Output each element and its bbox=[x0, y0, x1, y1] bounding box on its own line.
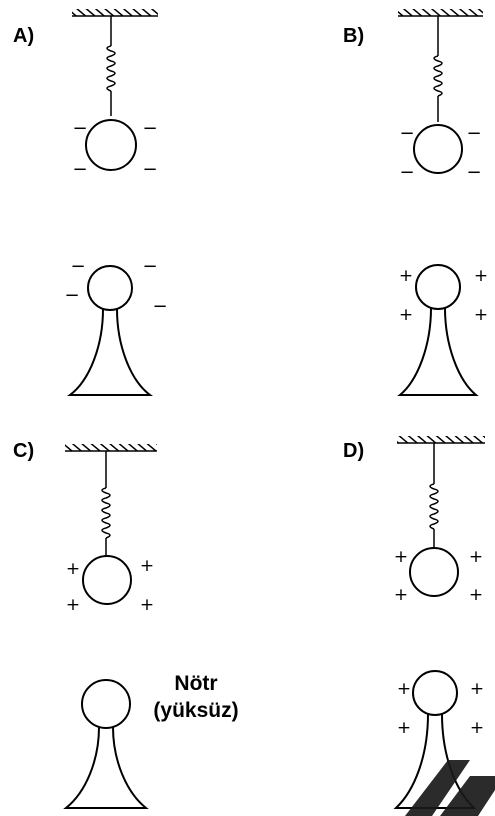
stand-sphere-a bbox=[87, 265, 133, 311]
spring-d bbox=[429, 443, 439, 548]
panel-d-label: D) bbox=[343, 440, 364, 462]
charge-sign: + bbox=[399, 305, 413, 325]
charge-sign: − bbox=[70, 256, 85, 277]
stand-sphere-d bbox=[412, 670, 458, 716]
stand-c bbox=[63, 726, 149, 809]
charge-sign: + bbox=[397, 718, 411, 738]
hanging-sphere-c bbox=[82, 555, 132, 605]
charge-sign: + bbox=[140, 556, 154, 576]
charge-sign: + bbox=[140, 595, 154, 615]
charge-sign: − bbox=[72, 118, 87, 139]
charge-sign: − bbox=[142, 118, 157, 139]
charge-sign: − bbox=[72, 159, 87, 180]
charge-sign: + bbox=[474, 266, 488, 286]
stand-b bbox=[397, 307, 479, 396]
charge-sign: − bbox=[152, 296, 167, 317]
panel-a-label: A) bbox=[13, 25, 34, 47]
charge-sign: − bbox=[466, 162, 481, 183]
charge-sign: + bbox=[469, 547, 483, 567]
charge-sign: − bbox=[466, 123, 481, 144]
hanging-sphere-a bbox=[85, 119, 137, 171]
charge-sign: − bbox=[142, 256, 157, 277]
panel-d: D) + + + + + + + + bbox=[343, 436, 485, 809]
charge-sign: − bbox=[142, 159, 157, 180]
ceiling-c bbox=[65, 444, 157, 452]
charge-sign: + bbox=[394, 547, 408, 567]
charge-sign: + bbox=[470, 679, 484, 699]
ceiling-d bbox=[397, 436, 485, 444]
charge-sign: + bbox=[474, 305, 488, 325]
stand-sphere-d-charges: + + + + bbox=[397, 679, 484, 738]
charge-sign: + bbox=[66, 595, 80, 615]
stand-sphere-b-charges: + + + + bbox=[399, 266, 488, 325]
hanging-sphere-d-charges: + + + + bbox=[394, 547, 483, 605]
charge-sign: + bbox=[66, 559, 80, 579]
stand-sphere-b bbox=[415, 264, 461, 310]
panel-b-label: B) bbox=[343, 25, 364, 47]
stand-a bbox=[67, 308, 153, 396]
charge-sign: + bbox=[469, 585, 483, 605]
neutral-note-line1: Nötr bbox=[174, 672, 217, 695]
stand-sphere-c bbox=[81, 679, 131, 729]
hanging-sphere-a-charges: − − − − bbox=[72, 118, 157, 180]
panel-a: A) − − − − − − − − bbox=[13, 9, 168, 396]
hanging-sphere-b-charges: − − − − bbox=[399, 123, 481, 183]
hanging-sphere-c-charges: + + + + bbox=[66, 556, 154, 615]
charge-sign: + bbox=[470, 718, 484, 738]
charge-sign: − bbox=[399, 123, 414, 144]
charge-sign: − bbox=[399, 162, 414, 183]
neutral-note-line2: (yüksüz) bbox=[153, 699, 238, 722]
hanging-sphere-b bbox=[413, 124, 463, 174]
stand-sphere-a-charges: − − − − bbox=[64, 256, 167, 317]
spring-c bbox=[101, 451, 111, 557]
charge-sign: + bbox=[399, 266, 413, 286]
panel-c: C) + + + + Nötr (yüksüz) bbox=[13, 440, 239, 809]
spring-a bbox=[106, 16, 116, 116]
ceiling-b bbox=[398, 9, 483, 17]
charge-sign: + bbox=[394, 585, 408, 605]
watermark-logo bbox=[405, 760, 495, 816]
ceiling-a bbox=[72, 9, 158, 17]
charge-sign: + bbox=[397, 679, 411, 699]
panel-c-label: C) bbox=[13, 440, 34, 462]
hanging-sphere-d bbox=[409, 547, 459, 597]
panel-b: B) − − − − + + + + bbox=[343, 9, 488, 396]
spring-b bbox=[433, 16, 443, 122]
charge-sign: − bbox=[64, 285, 79, 306]
